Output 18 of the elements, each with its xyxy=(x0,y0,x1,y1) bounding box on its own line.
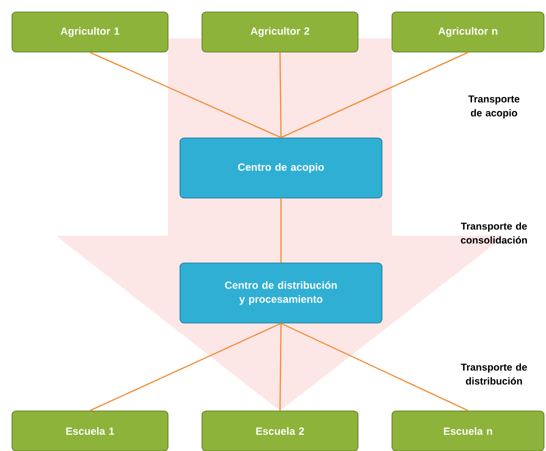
transport-label: Transporte de acopio xyxy=(468,96,520,118)
button-box: Escuela n xyxy=(392,410,544,451)
button-box: Agricultor n xyxy=(392,12,544,52)
process-box: Centro de acopio xyxy=(180,138,382,198)
button-box: Escuela 1 xyxy=(12,410,168,451)
connector-line xyxy=(280,52,468,138)
connector-line xyxy=(279,52,282,138)
connector-line xyxy=(279,323,282,411)
connector-line xyxy=(90,322,282,412)
button-box: Agricultor 2 xyxy=(202,12,358,52)
transport-label: Transporte de consolidación xyxy=(460,222,527,244)
connector-line xyxy=(280,322,468,412)
button-box: Escuela 2 xyxy=(202,410,358,451)
process-box: Centro de distribución y procesamiento xyxy=(180,262,382,324)
connector-line xyxy=(90,52,282,138)
transport-label: Transporte de distribución xyxy=(460,363,527,385)
connector-line xyxy=(280,198,282,263)
button-box: Agricultor 1 xyxy=(12,12,168,52)
